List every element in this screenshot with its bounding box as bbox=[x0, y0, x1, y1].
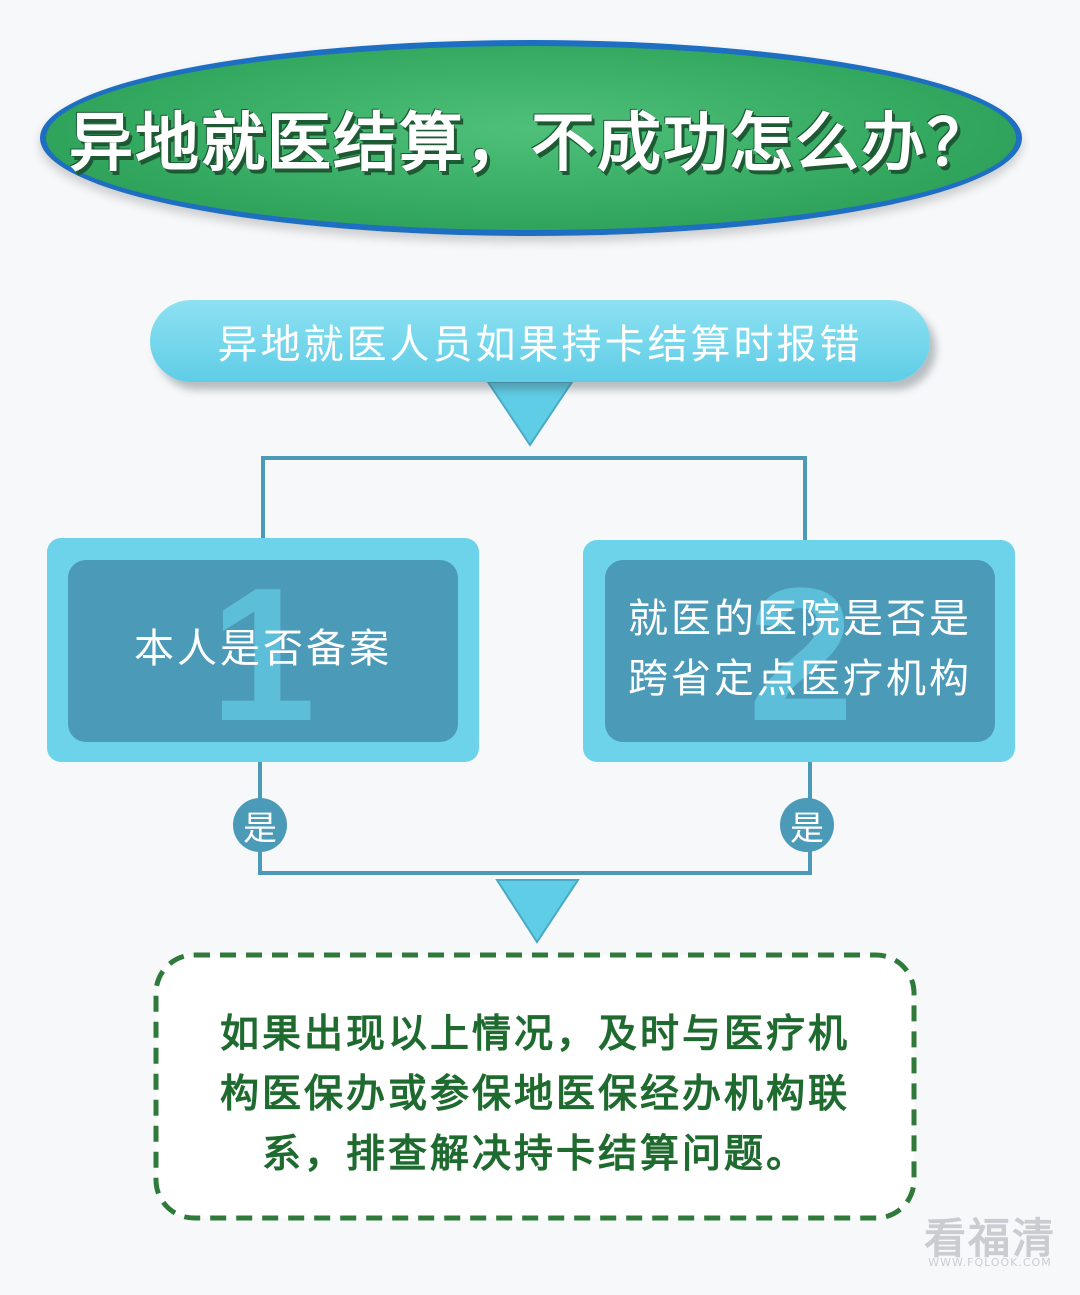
branch-panel-2-inner bbox=[605, 560, 995, 742]
branch-1-question: 本人是否备案 bbox=[134, 626, 392, 672]
result-box-border bbox=[153, 952, 917, 1221]
bottom-bracket-line bbox=[258, 762, 812, 875]
result-line-3: 系，排查解决持卡结算问题。 bbox=[261, 1132, 808, 1177]
branch-panel-1-inner bbox=[68, 560, 458, 742]
branch-2-question-line-1: 就医的医院是否是 bbox=[628, 596, 972, 642]
yes-badge-1: 是 bbox=[233, 798, 287, 852]
watermark-url: WWW.FQLOOK.COM bbox=[928, 1256, 1052, 1269]
arrow-down-icon bbox=[495, 879, 580, 944]
result-line-2: 构医保办或参保地医保经办机构联 bbox=[219, 1072, 850, 1117]
branch-2-question-line-2: 跨省定点医疗机构 bbox=[628, 656, 972, 702]
arrow-down-icon bbox=[486, 381, 574, 447]
result-text: 如果出现以上情况，及时与医疗机 构医保办或参保地医保经办机构联 系，排查解决持卡… bbox=[175, 1005, 895, 1185]
page-title: 异地就医结算，不成功怎么办？ bbox=[69, 107, 993, 181]
title-ellipse bbox=[40, 40, 1022, 236]
watermark-logo: 看福清 bbox=[923, 1214, 1056, 1263]
yes-badge-2: 是 bbox=[780, 798, 834, 852]
start-node: 异地就医人员如果持卡结算时报错 bbox=[150, 300, 930, 382]
top-bracket-line bbox=[261, 456, 807, 540]
result-line-1: 如果出现以上情况，及时与医疗机 bbox=[219, 1012, 850, 1057]
branch-number-2: 2 bbox=[748, 549, 854, 761]
branch-number-1: 1 bbox=[210, 549, 316, 761]
